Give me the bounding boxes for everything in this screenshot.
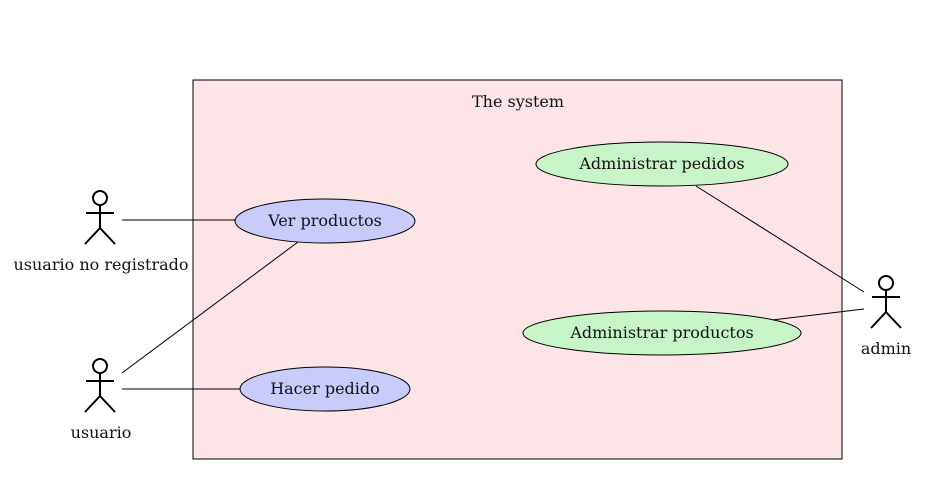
actor-label: usuario [71, 423, 132, 442]
actor-label: admin [861, 339, 911, 358]
use-case-label: Ver productos [267, 211, 382, 230]
associations [121, 185, 865, 390]
stick-figure-icon [870, 275, 902, 329]
actor-admin: admin [861, 275, 911, 358]
actor-usuario-no-registrado: usuario no registrado [13, 190, 189, 274]
use-case-label: Administrar productos [569, 323, 753, 342]
stick-figure-icon [84, 358, 116, 413]
use-case-ver-productos: Ver productos [234, 198, 416, 244]
use-case-hacer-pedido: Hacer pedido [239, 366, 411, 412]
stick-figure-icon [84, 190, 116, 245]
use-case-label: Administrar pedidos [578, 154, 744, 173]
actor-usuario: usuario [71, 358, 132, 442]
association-admin-adm-productos [771, 308, 865, 321]
association-admin-adm-pedidos [695, 185, 865, 293]
association-user-ver [121, 241, 299, 374]
use-case-administrar-productos: Administrar productos [522, 310, 802, 356]
use-case-administrar-pedidos: Administrar pedidos [535, 141, 789, 187]
use-case-label: Hacer pedido [270, 379, 380, 398]
system-title: The system [472, 92, 564, 111]
actor-label: usuario no registrado [13, 255, 188, 274]
